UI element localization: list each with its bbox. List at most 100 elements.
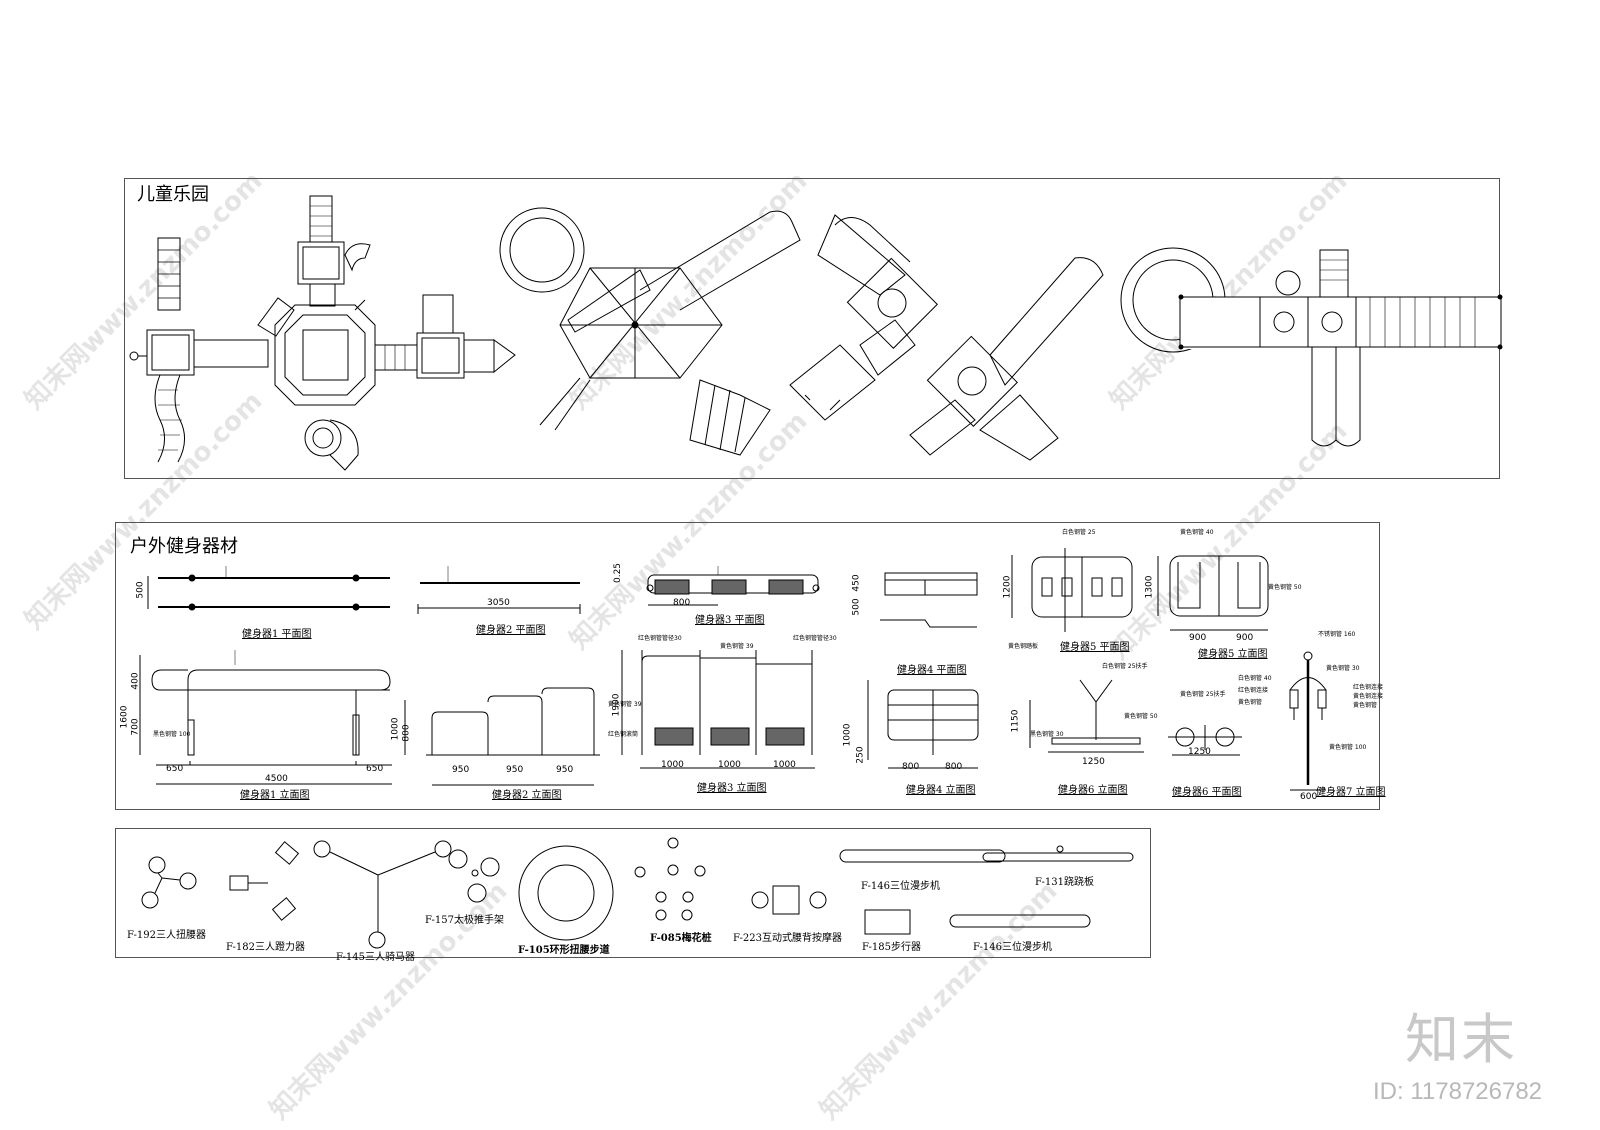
equipment-label: F-185步行器 xyxy=(862,942,921,953)
equipment-label: F-105环形扭腰步道 xyxy=(518,945,610,956)
fitness-4-plan xyxy=(880,572,978,628)
caption-fitness-2-elevation: 健身器2 立面图 xyxy=(492,790,562,801)
dimension-label: 950 xyxy=(506,765,524,775)
dimension-label: 800 xyxy=(673,598,691,608)
dimension-label: 400 xyxy=(130,672,141,690)
dimension-label: 1000 xyxy=(773,760,796,770)
dimension-label: 1150 xyxy=(1010,709,1021,733)
brand-logo: 知末 xyxy=(1405,1008,1517,1071)
caption-fitness-1-plan: 健身器1 平面图 xyxy=(242,629,312,640)
annotation-note: 黄色钢管 39 xyxy=(720,643,754,650)
fitness-5-plan xyxy=(1011,548,1133,632)
caption-fitness-6-elevation: 健身器6 立面图 xyxy=(1058,785,1128,796)
dimension-label: 650 xyxy=(366,764,384,774)
caption-fitness-6-plan: 健身器6 平面图 xyxy=(1172,787,1242,798)
equipment-label: F-145三人骑马器 xyxy=(336,952,415,963)
dimension-label: 800 xyxy=(401,724,412,742)
annotation-note: 黄色钢管 50 xyxy=(1268,584,1302,591)
dimension-label: 4500 xyxy=(265,774,288,784)
annotation-note: 黄色钢连接 xyxy=(1353,693,1384,700)
dimension-label: 600 xyxy=(1300,792,1318,802)
dimension-label: 500 xyxy=(135,581,146,599)
fitness-5-elevation xyxy=(1157,555,1269,631)
section-playground-title: 儿童乐园 xyxy=(137,184,209,205)
dimension-label: 0.25 xyxy=(613,562,624,584)
annotation-note: 黄色钢管 30 xyxy=(1326,665,1360,672)
dimension-label: 700 xyxy=(130,718,141,736)
section-fitness-panel xyxy=(115,522,1380,810)
dimension-label: 900 xyxy=(1189,633,1207,643)
caption-fitness-3-plan: 健身器3 平面图 xyxy=(695,615,765,626)
caption-fitness-1-elevation: 健身器1 立面图 xyxy=(240,790,310,801)
caption-fitness-4-elevation: 健身器4 立面图 xyxy=(906,785,976,796)
equipment-label: F-192三人扭腰器 xyxy=(127,930,206,941)
dimension-label: 1200 xyxy=(1002,575,1013,599)
section-equipment-panel xyxy=(115,828,1151,958)
dimension-label: 950 xyxy=(556,765,574,775)
dimension-label: 1000 xyxy=(661,760,684,770)
fitness-6-elevation xyxy=(1029,679,1144,753)
fitness-1-plan xyxy=(147,566,390,611)
annotation-note: 红色钢滚筒 xyxy=(608,731,639,738)
fitness-7-elevation xyxy=(1289,651,1327,791)
equipment-label: F-182三人蹬力器 xyxy=(226,942,305,953)
fitness-2-plan xyxy=(417,566,581,614)
dimension-label: 650 xyxy=(166,764,184,774)
dimension-label: 500 xyxy=(851,598,862,616)
annotation-note: 黄色钢管 xyxy=(1353,702,1378,709)
dimension-label: 1600 xyxy=(119,705,130,729)
dimension-label: 800 xyxy=(902,762,920,772)
caption-fitness-4-plan: 健身器4 平面图 xyxy=(897,665,967,676)
caption-fitness-7-elevation: 健身器7 立面图 xyxy=(1316,787,1386,798)
annotation-note: 红色钢管管径30 xyxy=(793,635,837,642)
fitness-3-plan xyxy=(646,566,820,606)
annotation-note: 黄色钢管 25扶手 xyxy=(1180,691,1226,698)
playground-plan-1 xyxy=(129,195,516,471)
equipment-label: F-146三位漫步机 xyxy=(861,881,940,892)
annotation-note: 黑色钢管 30 xyxy=(1030,731,1064,738)
annotation-note: 黑色钢管 100 xyxy=(153,731,191,738)
fitness-1-elevation xyxy=(139,650,392,785)
playground-plan-2 xyxy=(499,207,801,456)
caption-fitness-2-plan: 健身器2 平面图 xyxy=(476,625,546,636)
playground-plan-3 xyxy=(789,214,1104,461)
equipment-label: F-157太极推手架 xyxy=(425,915,504,926)
dimension-label: 950 xyxy=(452,765,470,775)
annotation-note: 白色钢管 25 xyxy=(1062,529,1096,536)
equipment-label: F-146三位漫步机 xyxy=(973,942,1052,953)
equipment-icons xyxy=(141,837,1134,949)
annotation-note: 黄色钢踏板 xyxy=(1008,643,1039,650)
image-id: ID: 1178726782 xyxy=(1373,1078,1543,1105)
annotation-note: 黄色钢管 50 xyxy=(1124,713,1158,720)
dimension-label: 450 xyxy=(851,574,862,592)
dimension-label: 1000 xyxy=(842,723,853,747)
dimension-label: 800 xyxy=(945,762,963,772)
dimension-label: 3050 xyxy=(487,598,510,608)
dimension-label: 1250 xyxy=(1082,757,1105,767)
annotation-note: 红色钢管管径30 xyxy=(638,635,682,642)
fitness-2-elevation xyxy=(404,687,600,786)
fitness-4-elevation xyxy=(867,680,979,769)
annotation-note: 白色钢管 40 xyxy=(1238,675,1272,682)
annotation-note: 不锈钢管 160 xyxy=(1318,631,1356,638)
equipment-label: F-131跷跷板 xyxy=(1035,877,1094,888)
annotation-note: 红色钢连接 xyxy=(1238,687,1269,694)
fitness-3-elevation xyxy=(621,650,815,769)
annotation-note: 黄色钢管 39 xyxy=(608,701,642,708)
caption-fitness-5-plan: 健身器5 平面图 xyxy=(1060,642,1130,653)
annotation-note: 白色钢管 25扶手 xyxy=(1102,663,1148,670)
annotation-note: 黄色钢管 40 xyxy=(1180,529,1214,536)
playground-plan-4 xyxy=(1120,247,1504,447)
dimension-label: 1300 xyxy=(1144,575,1155,599)
dimension-label: 1000 xyxy=(390,717,401,741)
dimension-label: 1250 xyxy=(1188,747,1211,757)
dimension-label: 900 xyxy=(1236,633,1254,643)
annotation-note: 黄色钢管 100 xyxy=(1329,744,1367,751)
dimension-label: 250 xyxy=(855,746,866,764)
fitness-6-plan xyxy=(1168,725,1242,756)
caption-fitness-3-elevation: 健身器3 立面图 xyxy=(697,783,767,794)
caption-fitness-5-elevation: 健身器5 立面图 xyxy=(1198,649,1268,660)
equipment-label: F-223互动式腰背按摩器 xyxy=(733,933,842,944)
equipment-label: F-085梅花桩 xyxy=(650,933,712,944)
